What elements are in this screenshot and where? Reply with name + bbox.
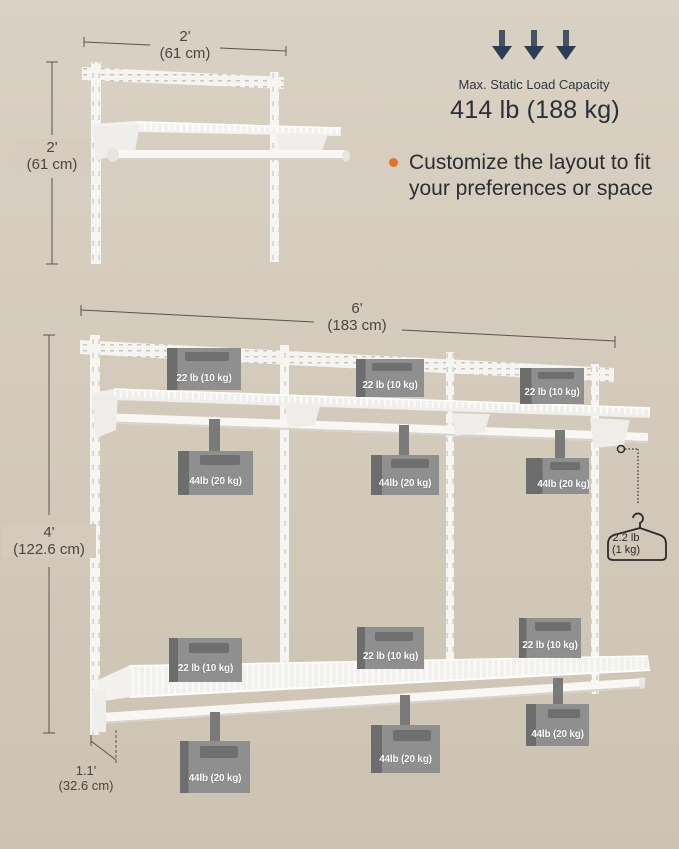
small-unit-width-label: 2' (61 cm) (150, 28, 220, 62)
weight-block: 22 lb (10 kg) (167, 348, 241, 390)
small-width-cm: (61 cm) (159, 45, 211, 62)
load-arrows-icon (492, 30, 576, 60)
small-height-cm: (61 cm) (26, 156, 78, 173)
weight-label: 22 lb (10 kg) (522, 640, 578, 651)
weight-label: 22 lb (10 kg) (177, 663, 234, 674)
down-arrow-icon (492, 30, 512, 60)
weight-label: 44lb (20 kg) (189, 476, 242, 487)
weight-straps (209, 419, 565, 752)
feature-text: Customize the layout to fit your prefere… (409, 151, 653, 200)
weight-label: 22 lb (10 kg) (524, 387, 580, 398)
weight-block: 44lb (20 kg) (371, 455, 439, 495)
down-arrow-icon (524, 30, 544, 60)
load-capacity-caption: Max. Static Load Capacity (458, 77, 610, 92)
weight-label: 44lb (20 kg) (531, 729, 584, 740)
weight-block: 44lb (20 kg) (180, 741, 250, 793)
weight-label: 44lb (20 kg) (378, 478, 432, 489)
weight-block: 44lb (20 kg) (526, 704, 589, 746)
small-height-ft: 2' (46, 139, 58, 156)
hook-capacity-lb: 2.2 lb (612, 532, 640, 544)
large-unit-width-label: 6' (183 cm) (312, 300, 402, 334)
weight-label: 22 lb (10 kg) (176, 373, 232, 384)
weight-label: 44lb (20 kg) (379, 754, 432, 765)
bullet-dot-icon (389, 158, 398, 167)
large-depth-cm: (32.6 cm) (58, 778, 114, 793)
small-unit (46, 37, 350, 265)
large-depth-ft: 1.1' (75, 763, 97, 778)
weight-block: 22 lb (10 kg) (520, 368, 584, 404)
load-capacity-value: 414 lb (188 kg) (450, 96, 620, 124)
weight-label: 22 lb (10 kg) (362, 380, 418, 391)
hook-connector (616, 444, 639, 505)
large-unit-depth-label: 1.1' (32.6 cm) (44, 763, 128, 793)
small-width-ft: 2' (179, 28, 191, 45)
weight-label: 44lb (20 kg) (537, 479, 590, 490)
small-unit-height-label: 2' (61 cm) (14, 139, 90, 173)
large-height-ft: 4' (43, 524, 55, 541)
hook-capacity-kg: (1 kg) (611, 544, 641, 556)
weight-label: 44lb (20 kg) (188, 773, 242, 784)
weight-block: 22 lb (10 kg) (169, 638, 242, 682)
large-width-cm: (183 cm) (327, 317, 387, 334)
weight-label: 22 lb (10 kg) (362, 651, 419, 662)
weight-block: 22 lb (10 kg) (356, 359, 424, 397)
weight-block: 44lb (20 kg) (371, 725, 440, 773)
hanger-icon (607, 512, 667, 561)
hook-capacity-label: 2.2 lb (1 kg) (602, 532, 650, 556)
down-arrow-icon (556, 30, 576, 60)
large-height-cm: (122.6 cm) (13, 541, 85, 558)
weight-block: 22 lb (10 kg) (519, 618, 581, 658)
weight-block: 44lb (20 kg) (178, 451, 253, 495)
weight-block: 22 lb (10 kg) (357, 627, 424, 669)
large-unit-height-label: 4' (122.6 cm) (2, 524, 96, 558)
weight-block: 44lb (20 kg) (526, 458, 590, 494)
large-width-ft: 6' (351, 300, 363, 317)
